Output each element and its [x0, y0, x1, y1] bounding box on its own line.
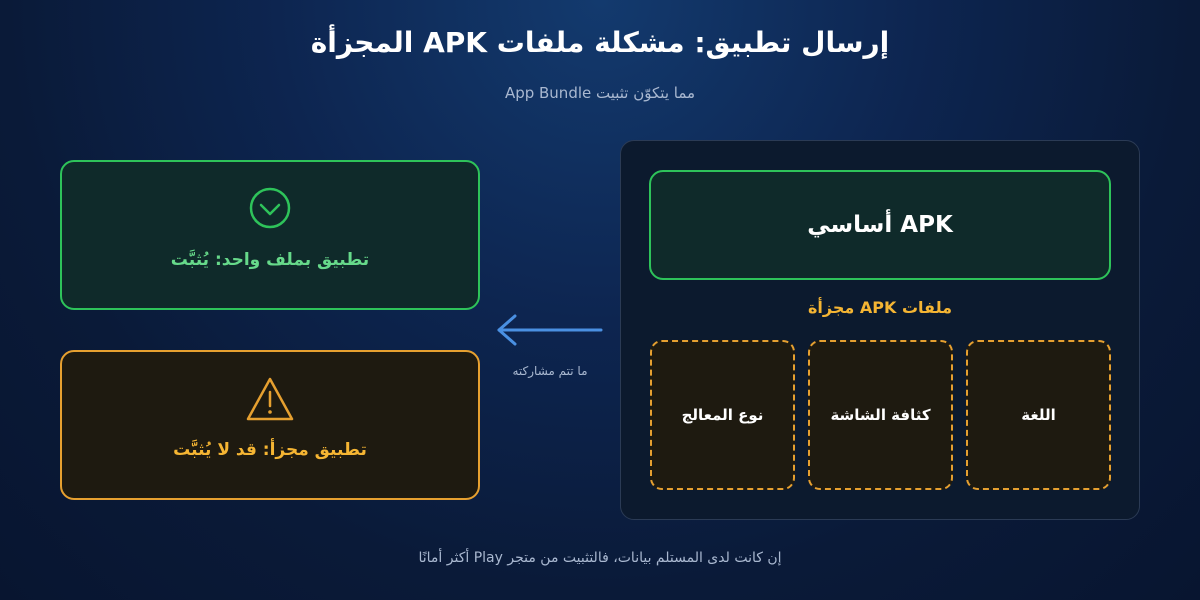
- split-apks-label: ملفات APK مجزأة: [807, 298, 952, 317]
- result-split-apk-text: تطبيق مجزأ: قد لا يُثبَّت: [173, 440, 367, 460]
- result-single-apk-text: تطبيق بملف واحد: يُثبَّت: [170, 250, 370, 270]
- arrow-left-icon: [497, 314, 603, 346]
- base-apk-box: APK أساسي: [649, 170, 1111, 280]
- arrow-label: ما تتم مشاركته: [512, 364, 588, 378]
- footer-note: إن كانت لدى المستلم بيانات، فالتثبيت من …: [418, 550, 782, 566]
- warning-triangle-icon: [246, 377, 294, 421]
- diagram-subtitle: مما يتكوّن تثبيت App Bundle: [504, 84, 696, 102]
- split-box-cpu-type: نوع المعالج: [650, 340, 795, 490]
- diagram-title: إرسال تطبيق: مشكلة ملفات APK المجزأة: [310, 26, 890, 59]
- split-box-language: اللغة: [966, 340, 1111, 490]
- split-box-screen-density: كثافة الشاشة: [808, 340, 953, 490]
- result-split-apk: تطبيق مجزأ: قد لا يُثبَّت: [60, 350, 480, 500]
- check-circle-icon: [249, 187, 291, 229]
- result-single-apk: تطبيق بملف واحد: يُثبَّت: [60, 160, 480, 310]
